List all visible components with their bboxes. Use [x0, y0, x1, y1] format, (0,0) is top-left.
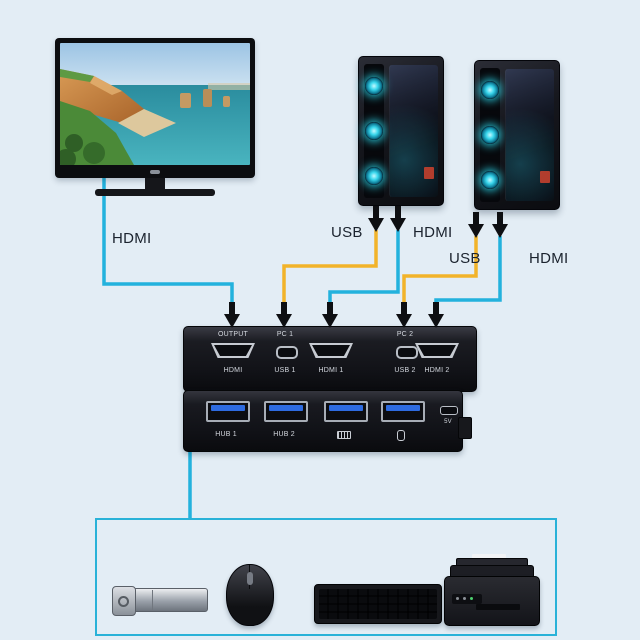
- flash-drive-seam: [152, 590, 153, 610]
- printer-control-panel: [452, 594, 482, 604]
- pc1-front-panel: [364, 64, 384, 198]
- pc-fan-icon: [481, 125, 499, 144]
- flash-drive-hole: [118, 596, 129, 607]
- power-micro-usb-port: [440, 406, 458, 415]
- side-button: [458, 417, 472, 439]
- peripherals-box: [95, 518, 557, 636]
- usb1-port-label: USB 1: [274, 367, 296, 374]
- pc2-usb-arrow: [468, 212, 484, 238]
- pc-fan-icon: [481, 170, 499, 189]
- monitor-bezel: [55, 38, 255, 178]
- switch-usb1-arrow: [276, 302, 292, 328]
- kvm-switch: OUTPUT PC 1 PC 2 HDMI USB 1 HDMI 1 USB 2…: [183, 326, 477, 392]
- pc2-hdmi-arrow: [492, 212, 508, 238]
- printer: [444, 554, 540, 626]
- mouse-scroll-wheel: [247, 572, 253, 585]
- hdmi-output-port-label: HDMI: [223, 367, 243, 374]
- pc-tower-2: [474, 60, 560, 210]
- monitor: [55, 38, 255, 198]
- hdmi-output-port: [211, 343, 255, 358]
- switch-usb2-arrow: [396, 302, 412, 328]
- usb-c-port-2: [396, 346, 418, 359]
- pc-fan-icon: [365, 166, 383, 185]
- pc2-usb-cable: [402, 236, 478, 304]
- pc2-port-group-label: PC 2: [396, 331, 414, 338]
- hdmi2-port-label: HDMI 2: [424, 367, 450, 374]
- mouse: [226, 564, 274, 626]
- flash-drive-body: [130, 588, 208, 612]
- pc1-usb-cable: [282, 230, 378, 304]
- hdmi-port-1: [309, 343, 353, 358]
- hub-usb-port-3: [324, 401, 368, 422]
- hub-usb-port-4: [381, 401, 425, 422]
- pc1-usb-label: USB: [331, 224, 363, 241]
- mouse-icon: [397, 430, 405, 441]
- hub1-label: HUB 1: [215, 431, 237, 438]
- hub2-label: HUB 2: [273, 431, 295, 438]
- switch-hdmi1-arrow: [322, 302, 338, 328]
- pc1-port-group-label: PC 1: [276, 331, 294, 338]
- pc2-hdmi-cable: [434, 236, 502, 304]
- hub-usb-port-1: [206, 401, 250, 422]
- monitor-stand-base: [95, 189, 215, 196]
- coastal-landscape-image: [60, 43, 250, 165]
- pc2-front-panel: [480, 68, 500, 202]
- printer-paper: [472, 554, 506, 561]
- pc1-hdmi-cable: [328, 230, 400, 304]
- printer-output-slot: [476, 604, 520, 610]
- pc-fan-icon: [481, 81, 499, 100]
- usb-flash-drive: [112, 586, 208, 616]
- pc-tower-1: [358, 56, 444, 206]
- keyboard-keys: [319, 589, 437, 619]
- usb-c-port-1: [276, 346, 298, 359]
- monitor-hdmi-label: HDMI: [112, 230, 152, 247]
- pc2-red-accent: [540, 171, 550, 183]
- pc-fan-icon: [365, 121, 383, 140]
- pc1-red-accent: [424, 167, 434, 179]
- hub-usb-port-2: [264, 401, 308, 422]
- pc1-hdmi-arrow: [390, 206, 406, 232]
- pc2-usb-label: USB: [449, 250, 481, 267]
- printer-button: [463, 597, 466, 600]
- pc1-hdmi-label: HDMI: [413, 224, 453, 241]
- flash-drive-cap: [112, 586, 136, 616]
- pc2-hdmi-label: HDMI: [529, 250, 569, 267]
- usb-hub: HUB 1 HUB 2 5V: [183, 390, 472, 452]
- output-label: OUTPUT: [218, 331, 248, 338]
- usb2-port-label: USB 2: [394, 367, 416, 374]
- power-port-label: 5V: [444, 419, 452, 425]
- monitor-screen: [60, 43, 250, 165]
- printer-button: [456, 597, 459, 600]
- keyboard: [314, 584, 442, 624]
- switch-hdmi2-arrow: [428, 302, 444, 328]
- printer-button: [470, 597, 473, 600]
- monitor-logo: [150, 170, 160, 174]
- keyboard-icon: [337, 431, 351, 439]
- switch-output-arrow: [224, 302, 240, 328]
- hdmi-port-2: [415, 343, 459, 358]
- hdmi1-port-label: HDMI 1: [318, 367, 344, 374]
- pc1-usb-arrow: [368, 206, 384, 232]
- pc-fan-icon: [365, 77, 383, 96]
